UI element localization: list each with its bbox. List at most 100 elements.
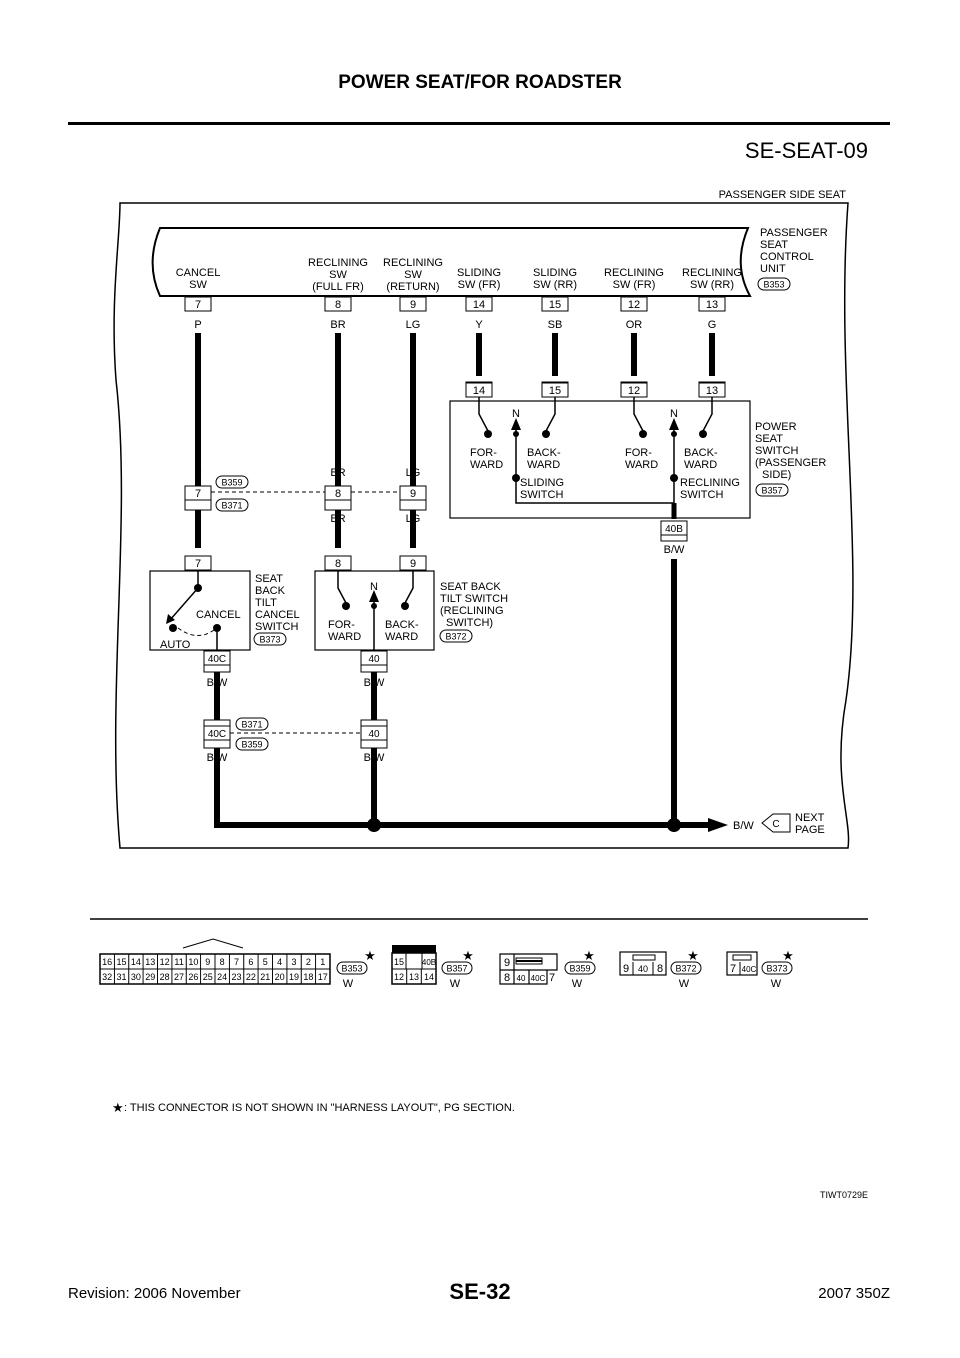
svg-text:WARD: WARD	[527, 459, 560, 471]
frame-label: PASSENGER SIDE SEAT	[719, 189, 847, 201]
pin-40c-bracket	[203, 665, 231, 673]
b353-tag	[757, 277, 791, 291]
svg-text:15: 15	[394, 957, 404, 967]
b372-tag-label: B372	[445, 632, 466, 642]
svg-text:40B: 40B	[422, 958, 436, 967]
svg-text:7: 7	[549, 972, 555, 984]
svg-text:FOR-: FOR-	[625, 447, 652, 459]
b353-pin-cell	[315, 968, 331, 985]
footer-model: 2007 350Z	[818, 1285, 890, 1302]
svg-text:BACK-: BACK-	[684, 447, 718, 459]
svg-text:40C: 40C	[742, 965, 757, 974]
ground-joint-stubs	[214, 716, 377, 766]
b353-pin-label: 17	[318, 972, 328, 982]
b372-tag	[439, 629, 473, 643]
splice-a	[367, 818, 381, 832]
b353-star: ★	[364, 948, 376, 963]
b353-pin-label: 8	[220, 957, 225, 967]
b353-pin-label: 24	[217, 972, 227, 982]
b353-pin-label: 27	[174, 972, 184, 982]
cancel-switch-title: SEAT BACK TILT CANCEL SWITCH	[255, 573, 300, 633]
ground-color-right: B/W	[364, 752, 385, 764]
b353-view-tag	[336, 961, 368, 975]
svg-text:CANCEL: CANCEL	[255, 609, 300, 621]
b353-pin-label: 10	[188, 957, 198, 967]
b353-pin-label: 5	[263, 957, 268, 967]
b371-ground-tag-label: B371	[241, 720, 262, 730]
sliding-switch-arrow	[511, 418, 521, 430]
auto-contact-label: AUTO	[160, 639, 191, 651]
tilt-neutral-label: N	[370, 581, 378, 593]
diagram-id: SE-SEAT-09	[744, 138, 868, 163]
pin-40c-color: B/W	[207, 677, 228, 689]
svg-text:WARD: WARD	[385, 631, 418, 643]
b353-pin-label: 23	[232, 972, 242, 982]
auto-contact	[169, 624, 177, 632]
svg-text:SLIDING: SLIDING	[533, 267, 577, 279]
ground-joint-pin-40c: 40C	[208, 729, 226, 740]
svg-text:SWITCH: SWITCH	[255, 621, 298, 633]
b359-ground-tag-label: B359	[241, 740, 262, 750]
svg-text:FOR-: FOR-	[328, 619, 355, 631]
svg-text:RECLINING: RECLINING	[383, 257, 443, 269]
ground-color-left: B/W	[207, 752, 228, 764]
svg-text:TILT SWITCH: TILT SWITCH	[440, 593, 508, 605]
svg-text:SB: SB	[548, 319, 563, 331]
svg-text:BACK-: BACK-	[527, 447, 561, 459]
svg-text:SWITCH: SWITCH	[520, 489, 563, 501]
svg-text:BACK: BACK	[255, 585, 286, 597]
footer-page-number: SE-32	[449, 1279, 511, 1304]
cancel-pin-label: 7	[195, 558, 201, 570]
svg-text:RECLINING: RECLINING	[682, 267, 742, 279]
b353-pin-label: 32	[102, 972, 112, 982]
footer-revision: Revision: 2006 November	[68, 1285, 241, 1302]
b357-star: ★	[462, 948, 474, 963]
svg-text:WARD: WARD	[625, 459, 658, 471]
figure-code: TIWT0729E	[820, 1190, 868, 1200]
b372-color: W	[679, 978, 690, 990]
control-unit-box	[151, 227, 752, 297]
svg-text:LG: LG	[406, 319, 421, 331]
tilt-switch-arrow	[369, 590, 379, 602]
next-page-line1: NEXT	[795, 812, 825, 824]
b353-pin-label: 20	[275, 972, 285, 982]
tilt-pin-40-color: B/W	[364, 677, 385, 689]
svg-text:7: 7	[195, 488, 201, 500]
svg-text:SW (FR): SW (FR)	[458, 279, 501, 291]
power-seat-switch-pin-labels: 14 15 12 13	[473, 385, 718, 397]
b353-pin-label: 7	[234, 957, 239, 967]
svg-text:RECLINING: RECLINING	[680, 477, 740, 489]
ground-joint-boxes	[203, 719, 388, 749]
b371-ground-tag	[235, 717, 269, 731]
b353-pin-label: 31	[117, 972, 127, 982]
b359-view-label: B359	[569, 964, 590, 974]
svg-text:8: 8	[504, 972, 510, 984]
tilt-pin-40-box	[360, 650, 388, 666]
cancel-contact-label: CANCEL	[196, 609, 241, 621]
svg-text:SIDE): SIDE)	[762, 469, 791, 481]
svg-text:WARD: WARD	[684, 459, 717, 471]
joint-pin-boxes	[184, 485, 427, 511]
power-seat-switch-contacts	[484, 430, 707, 482]
wire-harness	[195, 333, 715, 828]
tilt-pin-9-box	[399, 555, 427, 571]
b353-pin-label: 30	[131, 972, 141, 982]
svg-text:9: 9	[410, 488, 416, 500]
b353-pin-label: 21	[260, 972, 270, 982]
svg-text:FOR-: FOR-	[470, 447, 497, 459]
b357-view-label: B357	[446, 964, 467, 974]
svg-text:SW (FR): SW (FR)	[613, 279, 656, 291]
b353-pin-label: 9	[205, 957, 210, 967]
svg-text:SWITCH): SWITCH)	[446, 617, 493, 629]
svg-text:N: N	[512, 408, 520, 420]
b353-pin-label: 11	[174, 957, 183, 967]
svg-text:SW: SW	[189, 279, 207, 291]
svg-text:BR: BR	[330, 513, 345, 525]
b353-pin-label: 25	[203, 972, 213, 982]
svg-text:CONTROL: CONTROL	[760, 251, 814, 263]
svg-text:8: 8	[335, 488, 341, 500]
svg-text:SWITCH: SWITCH	[680, 489, 723, 501]
svg-text:POWER: POWER	[755, 421, 797, 433]
b353-pin-label: 22	[246, 972, 256, 982]
